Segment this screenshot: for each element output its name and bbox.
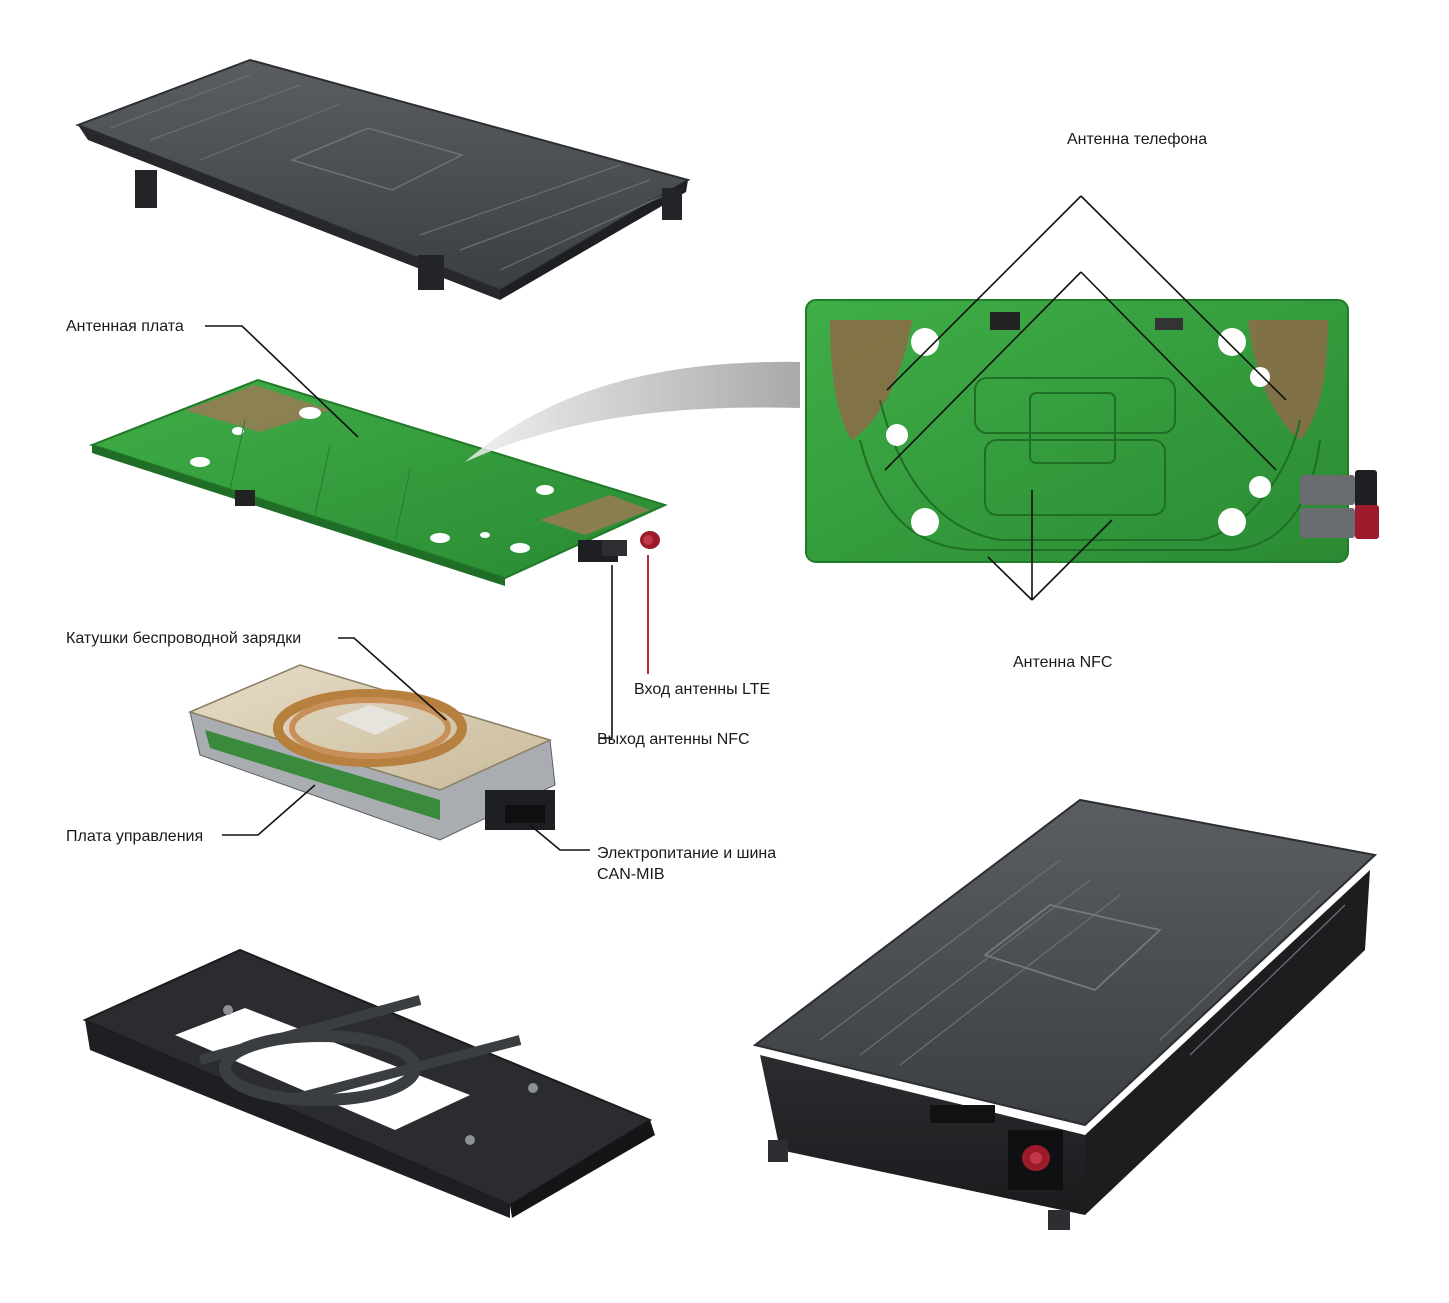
- leader-power-bus: [529, 824, 590, 851]
- antenna-board: [89, 378, 668, 586]
- label-power-bus-line2: CAN-MIB: [597, 866, 665, 883]
- rf-connectors: [578, 531, 660, 562]
- label-nfc-antenna: Антенна NFC: [1013, 654, 1112, 671]
- leader-lines: [205, 195, 1287, 851]
- charging-module: [187, 664, 556, 841]
- label-nfc-output: Выход антенны NFC: [597, 731, 750, 748]
- leader-nfc-antenna: [987, 490, 1113, 601]
- label-antenna-board: Антенная плата: [66, 318, 184, 335]
- top-cover: [75, 58, 691, 300]
- leader-control-board: [222, 784, 316, 836]
- zoom-beam: [465, 361, 800, 462]
- assembled-unit: [752, 798, 1378, 1230]
- leader-nfc-output: [600, 565, 613, 739]
- antenna-board-detail: [805, 299, 1379, 563]
- label-charging-coils: Катушки беспроводной зарядки: [66, 630, 301, 647]
- label-control-board: Плата управления: [66, 828, 203, 845]
- leader-charging-coils: [338, 637, 447, 721]
- bottom-frame: [82, 948, 655, 1218]
- label-lte-input: Вход антенны LTE: [634, 681, 770, 698]
- leader-phone-antenna: [884, 195, 1287, 471]
- leader-antenna-board: [205, 325, 359, 438]
- label-power-bus-line1: Электропитание и шина: [597, 845, 776, 862]
- label-phone-antenna: Антенна телефона: [1067, 131, 1207, 148]
